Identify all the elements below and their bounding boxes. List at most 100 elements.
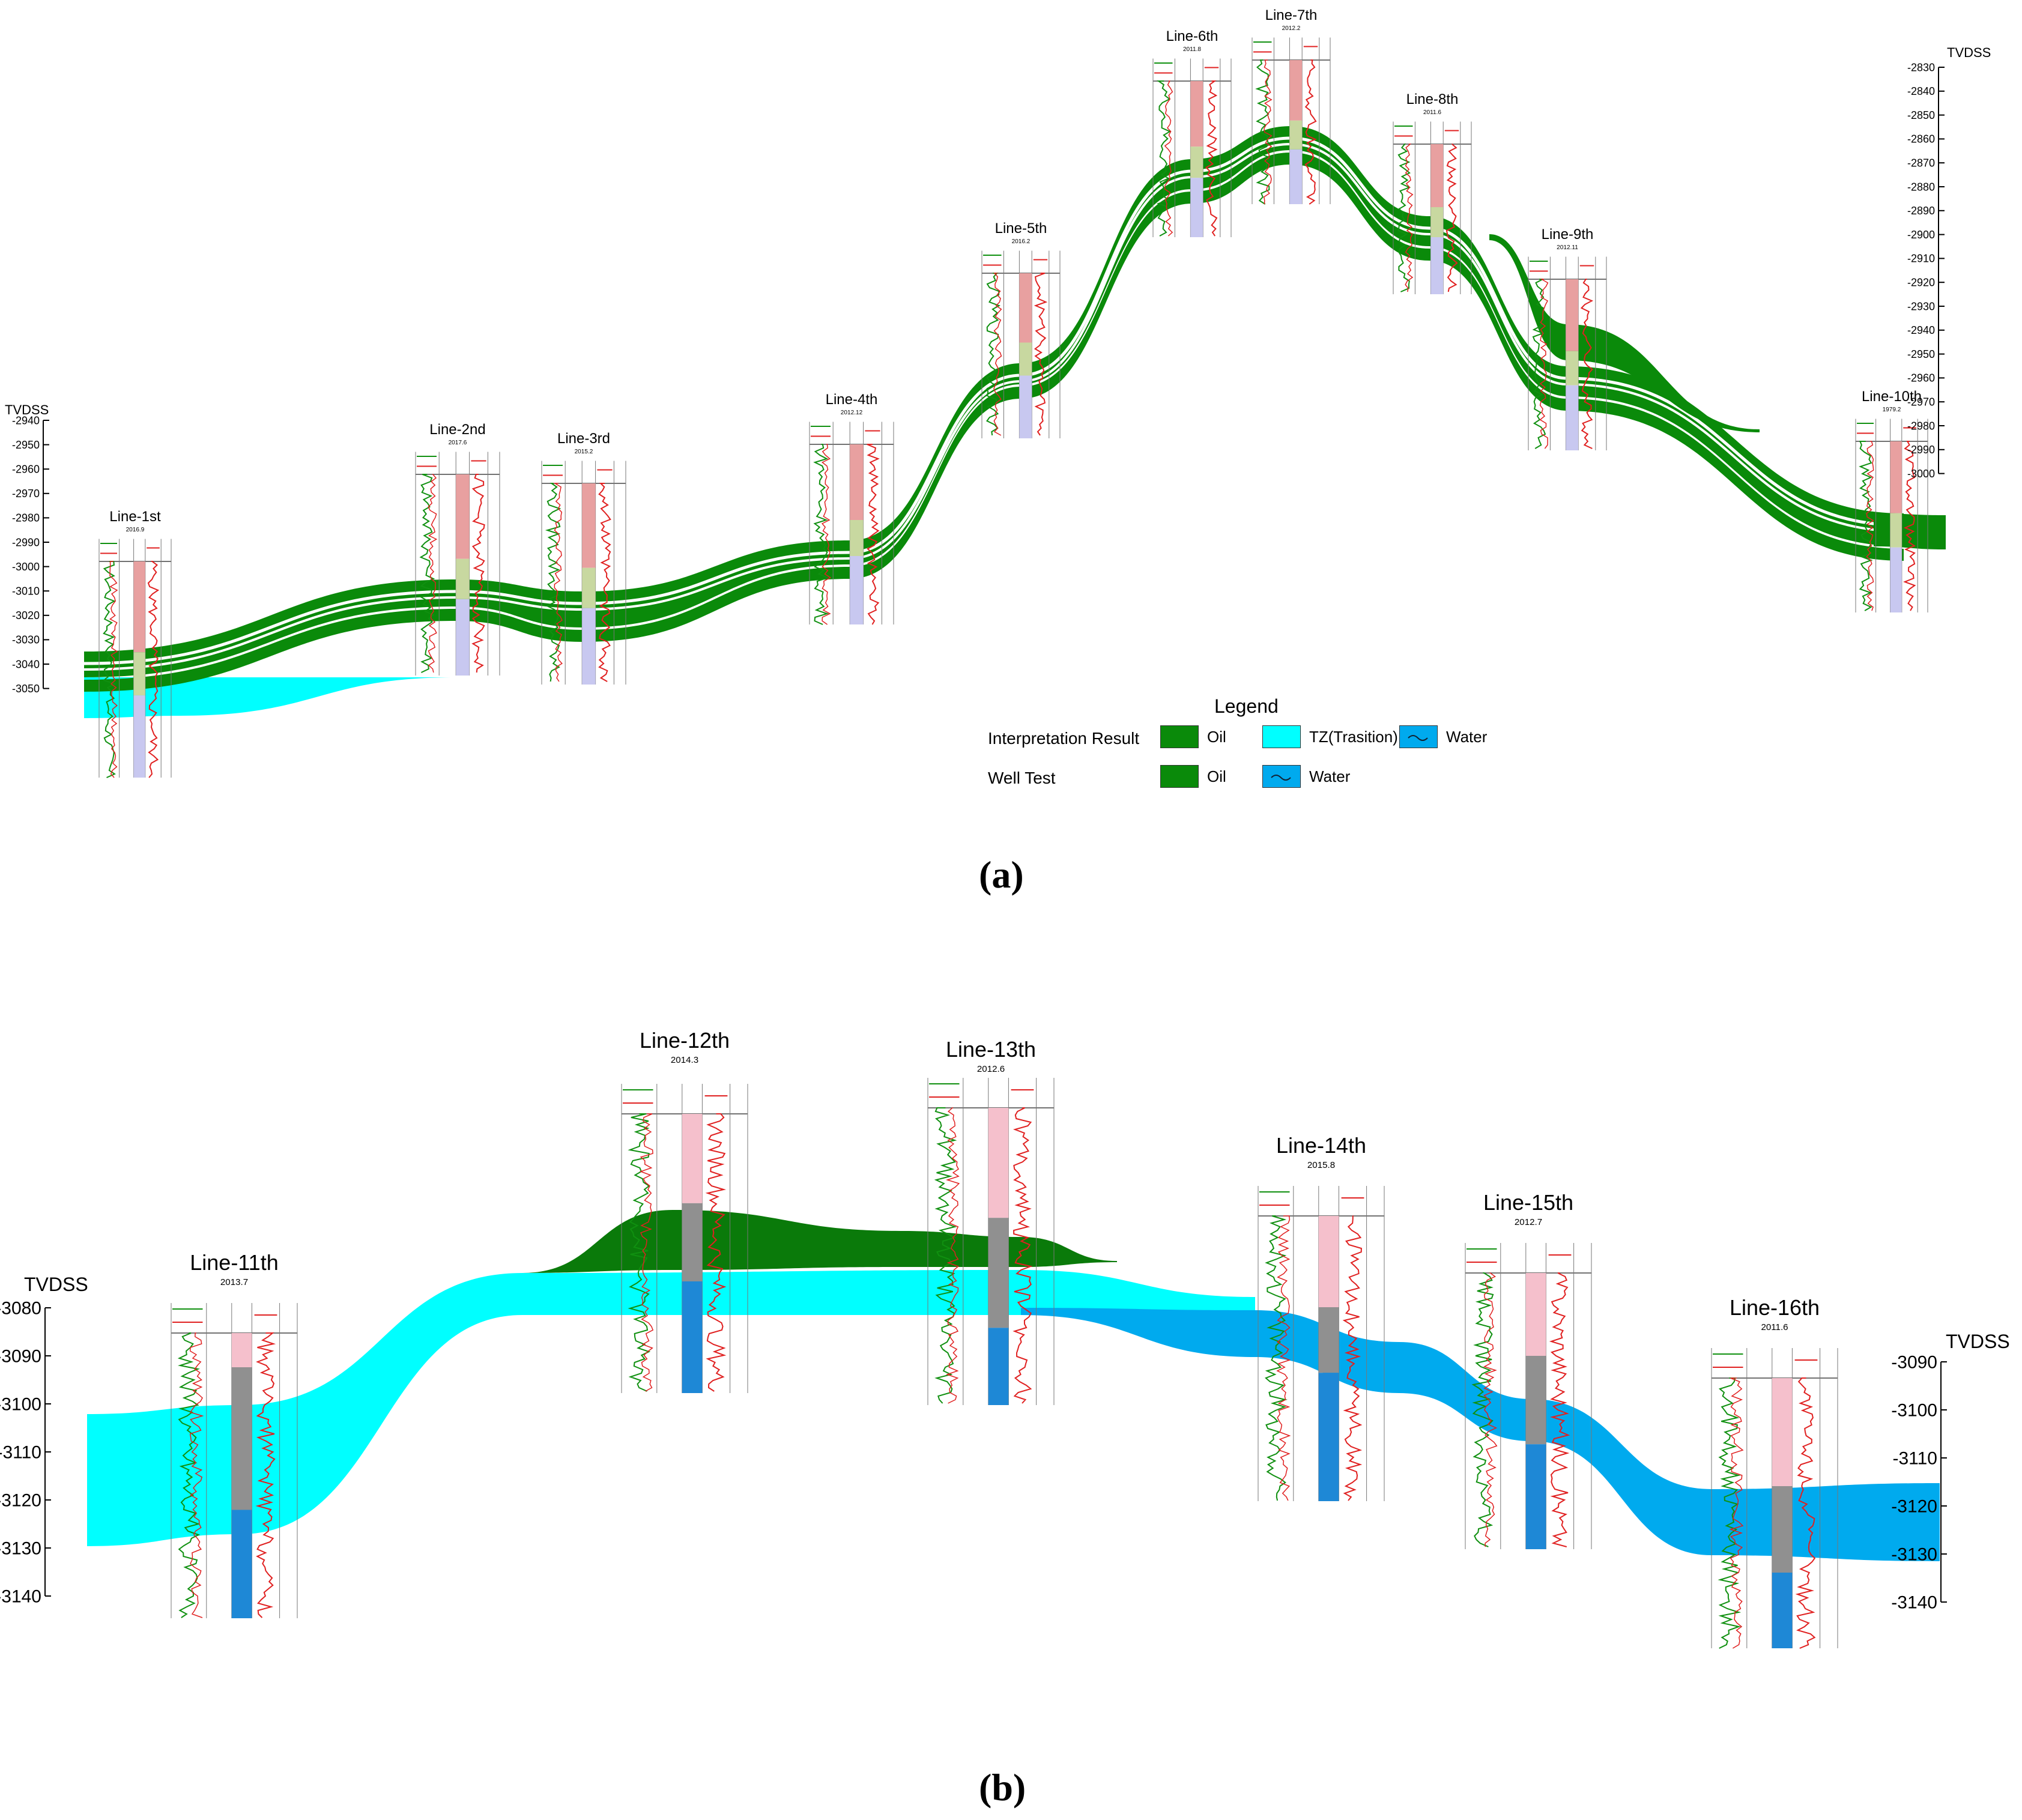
axis-title: TVDSS — [1946, 1331, 2010, 1352]
axis-tick-label: -2830 — [1907, 61, 1935, 73]
axis-tick-label: -3050 — [12, 683, 40, 695]
axis-tick-label: -2950 — [1907, 348, 1935, 360]
transition-swatch-icon — [1262, 725, 1301, 748]
axis-tick-label: -3130 — [0, 1539, 41, 1559]
gr-curve — [1718, 1377, 1742, 1649]
formation-segment — [988, 1218, 1009, 1328]
well-name: Line-7th — [1265, 7, 1318, 23]
well-date: 2015.8 — [1307, 1160, 1335, 1170]
lld-curve — [1304, 59, 1317, 205]
den-curve — [639, 1113, 654, 1392]
den-curve — [553, 483, 563, 682]
axis-tick-label: -2890 — [1907, 205, 1935, 217]
lld-curve — [147, 561, 160, 778]
gr-curve — [628, 1113, 651, 1392]
well-date: 2017.6 — [449, 440, 467, 446]
legend-item-label: TZ(Trasition) — [1309, 727, 1398, 746]
legend-item-interp-water: Water — [1399, 725, 1487, 748]
axis-tick-label: -3030 — [12, 634, 40, 646]
axis-tick-label: -2940 — [1907, 324, 1935, 336]
panel-label-b: (b) — [979, 1766, 1026, 1809]
formation-segment — [850, 520, 864, 556]
den-curve — [821, 444, 832, 625]
panel-b-layer-bands — [87, 1210, 1940, 1561]
axis-title: TVDSS — [24, 1274, 88, 1295]
well-date: 2012.2 — [1282, 25, 1301, 32]
gr-curve — [177, 1332, 201, 1618]
axis-tick-label: -2930 — [1907, 300, 1935, 312]
formation-segment — [1289, 149, 1303, 204]
formation-segment — [456, 599, 470, 676]
panel-a-left-depth-axis: TVDSS -2940-2950-2960-2970-2980-2990-300… — [5, 402, 49, 695]
formation-segment — [1525, 1356, 1546, 1445]
axis-tick-label: -2990 — [1907, 444, 1935, 456]
well-name: Line-16th — [1730, 1295, 1820, 1320]
formation-segment — [1318, 1216, 1339, 1307]
panel-b-right-depth-axis: TVDSS -3090-3100-3110-3120-3130-3140 — [1891, 1331, 2009, 1613]
water-layer — [1021, 1308, 1940, 1561]
well-line-2nd: Line-2nd 2017.6 — [415, 422, 500, 676]
formation-segment — [1890, 513, 1902, 548]
formation-segment — [682, 1281, 703, 1393]
gr-curve — [1265, 1215, 1288, 1501]
lld-curve — [1580, 279, 1594, 449]
legend-item-test-oil: Oil — [1160, 765, 1226, 788]
oil-swatch-icon — [1160, 765, 1199, 788]
den-curve — [1483, 1272, 1498, 1547]
lld-curve — [1342, 1215, 1363, 1501]
formation-segment — [1566, 385, 1579, 450]
well-date: 1979.2 — [1883, 407, 1901, 413]
formation-segment — [582, 567, 596, 608]
well-name: Line-4th — [826, 392, 878, 408]
formation-segment — [231, 1333, 252, 1367]
well-date: 2016.2 — [1012, 238, 1031, 245]
axis-tick-label: -3100 — [1891, 1401, 1937, 1421]
formation-segment — [1019, 273, 1032, 343]
axis-tick-label: -3000 — [12, 561, 40, 573]
axis-tick-label: -3140 — [0, 1587, 41, 1607]
formation-segment — [1430, 144, 1444, 207]
formation-segment — [1019, 375, 1032, 438]
axis-tick-label: -2900 — [1907, 229, 1935, 241]
well-name: Line-11th — [190, 1250, 278, 1275]
formation-segment — [850, 444, 864, 520]
well-date: 2016.9 — [126, 527, 145, 533]
formation-segment — [1566, 279, 1579, 351]
lld-curve — [471, 474, 485, 673]
well-date: 2012.12 — [841, 410, 863, 416]
well-line-3rd: Line-3rd 2015.2 — [541, 431, 626, 685]
den-curve — [1276, 1215, 1291, 1501]
well-name: Line-1st — [109, 509, 161, 525]
well-name: Line-3rd — [557, 431, 610, 447]
gr-curve — [1255, 59, 1270, 205]
well-name: Line-2nd — [429, 422, 485, 438]
axis-tick-label: -2960 — [1907, 372, 1935, 384]
layer-separator-line — [83, 136, 1904, 665]
gr-curve — [1156, 80, 1172, 237]
legend-row-interpretation: Interpretation Result — [988, 729, 1140, 748]
well-date: 2015.2 — [575, 449, 593, 455]
water-wave-swatch-icon — [1399, 725, 1438, 748]
lld-curve — [867, 444, 880, 625]
axis-tick-label: -3090 — [0, 1347, 41, 1367]
well-line-7th: Line-7th 2012.2 — [1252, 7, 1331, 205]
well-name: Line-15th — [1483, 1190, 1573, 1215]
axis-tick-label: -2880 — [1907, 181, 1935, 193]
gr-curve — [813, 444, 830, 625]
axis-tick-label: -2980 — [12, 512, 40, 524]
formation-segment — [1190, 81, 1203, 147]
well-date: 2011.6 — [1761, 1322, 1788, 1332]
formation-segment — [133, 695, 145, 778]
well-line-1st: Line-1st 2016.9 — [98, 509, 172, 778]
lld-curve — [1795, 1377, 1816, 1649]
formation-segment — [1318, 1307, 1339, 1373]
well-name: Line-8th — [1406, 91, 1459, 107]
axis-tick-label: -3090 — [1891, 1353, 1937, 1373]
